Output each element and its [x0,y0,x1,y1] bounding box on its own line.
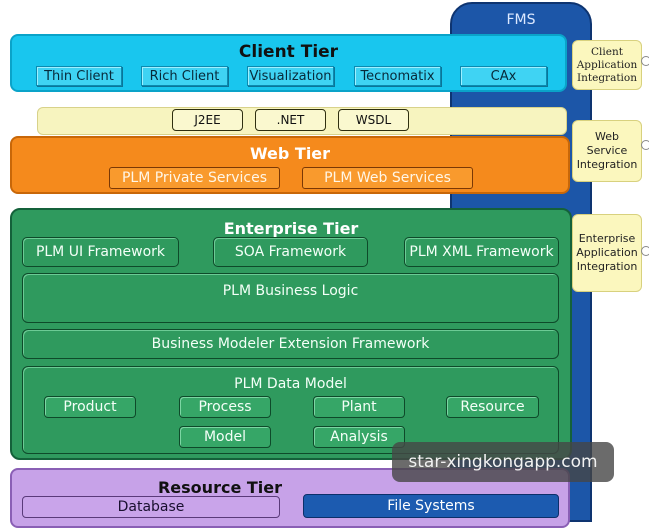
data-model-resource: Resource [446,396,539,418]
web-item-private-services: PLM Private Services [109,167,280,189]
callout-enterprise-integration: Enterprise Application Integration [572,214,642,292]
resource-tier-title: Resource Tier [157,477,282,497]
data-model-analysis: Analysis [313,426,405,448]
protocol-j2ee: J2EE [172,109,243,131]
resource-item-file-systems: File Systems [303,494,559,518]
business-logic-label: PLM Business Logic [222,283,359,299]
callout-client-line3: Integration [576,71,637,84]
callout-enterprise-line2: Application [576,246,638,259]
callout-web-line3: Integration [576,158,638,171]
protocol-dotnet: .NET [255,109,326,131]
framework-plm-xml: PLM XML Framework [404,237,559,267]
data-model-plant: Plant [313,396,405,418]
callout-web-line1: Web [595,130,619,143]
web-tier [10,136,570,194]
connector-dot-enterprise [641,246,649,256]
web-tier-title: Web Tier [249,143,331,163]
callout-enterprise-line3: Integration [576,260,638,273]
callout-web-integration: Web Service Integration [572,120,642,182]
enterprise-tier-title: Enterprise Tier [223,218,359,238]
client-item-tecnomatix: Tecnomatix [354,66,441,86]
data-model-title: PLM Data Model [234,376,347,392]
client-tier-title: Client Tier [238,42,339,62]
callout-web-line2: Service [586,144,628,157]
business-logic-box: PLM Business Logic [22,273,559,323]
client-item-thin-client: Thin Client [36,66,122,86]
web-item-web-services: PLM Web Services [302,167,473,189]
data-model-process: Process [179,396,271,418]
data-model-product: Product [44,396,136,418]
callout-enterprise-line1: Enterprise [578,232,636,245]
data-model-model: Model [179,426,271,448]
client-item-cax: CAx [460,66,547,86]
callout-client-line1: Client [591,45,623,58]
connector-dot-web [641,140,649,150]
callout-client-line2: Application [576,58,638,71]
client-item-visualization: Visualization [247,66,334,86]
resource-item-database: Database [22,496,280,518]
fms-label: FMS [506,12,536,28]
modeler-framework-box: Business Modeler Extension Framework [22,329,559,359]
connector-dot-client [641,56,649,66]
framework-plm-ui: PLM UI Framework [22,237,179,267]
client-item-rich-client: Rich Client [141,66,228,86]
watermark: star-xingkongapp.com [392,442,614,482]
protocol-wsdl: WSDL [338,109,409,131]
framework-soa: SOA Framework [213,237,368,267]
callout-client-integration: Client Application Integration [572,40,642,90]
